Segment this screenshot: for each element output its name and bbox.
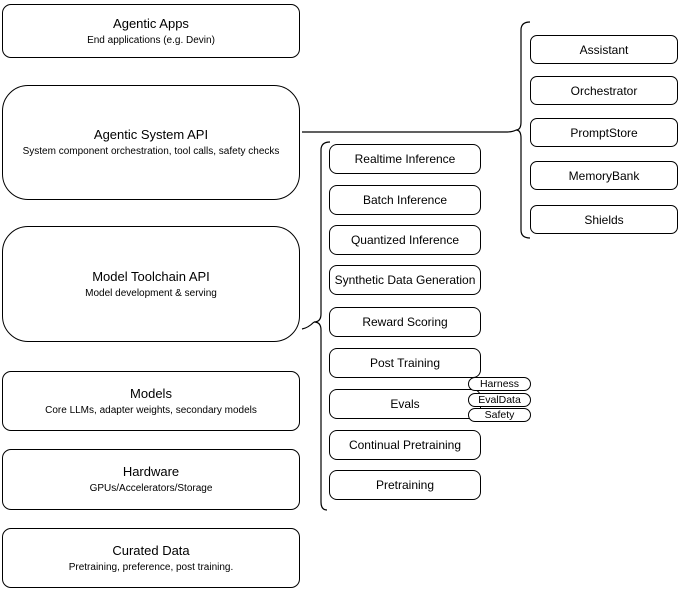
node-label: Continual Pretraining [348, 438, 462, 452]
node-subtitle: GPUs/Accelerators/Storage [89, 483, 213, 494]
node-label: Realtime Inference [354, 152, 456, 166]
node-assistant: Assistant [530, 35, 678, 64]
node-models: Models Core LLMs, adapter weights, secon… [2, 371, 300, 431]
node-subtitle: Model development & serving [85, 287, 217, 299]
node-subtitle: System component orchestration, tool cal… [22, 146, 280, 157]
node-label: Quantized Inference [350, 233, 460, 247]
node-title: Model Toolchain API [92, 268, 210, 284]
node-promptstore: PromptStore [530, 118, 678, 147]
node-orchestrator: Orchestrator [530, 76, 678, 105]
oval-label: Harness [479, 378, 520, 390]
node-title: Agentic Apps [113, 15, 189, 31]
oval-evaldata: EvalData [468, 393, 531, 407]
node-model-toolchain-api: Model Toolchain API Model development & … [2, 226, 300, 342]
node-label: Orchestrator [570, 83, 638, 98]
node-batch-inference: Batch Inference [329, 185, 481, 215]
node-title: Models [130, 385, 172, 401]
node-realtime-inference: Realtime Inference [329, 144, 481, 174]
connector-system-api-to-components [302, 129, 517, 133]
node-subtitle: Pretraining, preference, post training. [68, 561, 234, 573]
node-label: MemoryBank [568, 168, 640, 183]
node-label: Evals [390, 397, 420, 411]
node-label: PromptStore [570, 125, 638, 140]
node-agentic-system-api: Agentic System API System component orch… [2, 85, 300, 200]
node-hardware: Hardware GPUs/Accelerators/Storage [2, 449, 300, 510]
node-subtitle: Core LLMs, adapter weights, secondary mo… [45, 404, 257, 416]
oval-label: Safety [484, 409, 515, 421]
node-agentic-apps: Agentic Apps End applications (e.g. Devi… [2, 4, 300, 58]
node-continual-pretraining: Continual Pretraining [329, 430, 481, 460]
node-reward-scoring: Reward Scoring [329, 307, 481, 337]
oval-safety: Safety [468, 408, 531, 422]
oval-harness: Harness [468, 377, 531, 391]
node-label: Synthetic Data Generation [334, 273, 476, 287]
toolchain-services-brace [313, 141, 331, 511]
node-label: Reward Scoring [362, 315, 448, 329]
node-label: Shields [584, 212, 624, 227]
node-subtitle: End applications (e.g. Devin) [87, 34, 215, 46]
node-label: Pretraining [375, 478, 435, 492]
node-label: Assistant [579, 42, 629, 57]
node-label: Batch Inference [362, 193, 448, 207]
node-title: Agentic System API [93, 127, 209, 142]
node-pretraining: Pretraining [329, 470, 481, 500]
node-label: Post Training [369, 356, 441, 370]
system-components-brace [515, 21, 531, 239]
oval-label: EvalData [478, 394, 521, 406]
node-curated-data: Curated Data Pretraining, preference, po… [2, 528, 300, 588]
node-title: Hardware [122, 464, 180, 479]
connector-toolchain-to-services [301, 321, 315, 330]
node-shields: Shields [530, 205, 678, 234]
node-memorybank: MemoryBank [530, 161, 678, 190]
node-quantized-inference: Quantized Inference [329, 225, 481, 255]
node-title: Curated Data [112, 542, 190, 558]
node-evals: Evals [329, 389, 481, 419]
node-post-training: Post Training [329, 348, 481, 378]
node-synthetic-data-generation: Synthetic Data Generation [329, 265, 481, 295]
